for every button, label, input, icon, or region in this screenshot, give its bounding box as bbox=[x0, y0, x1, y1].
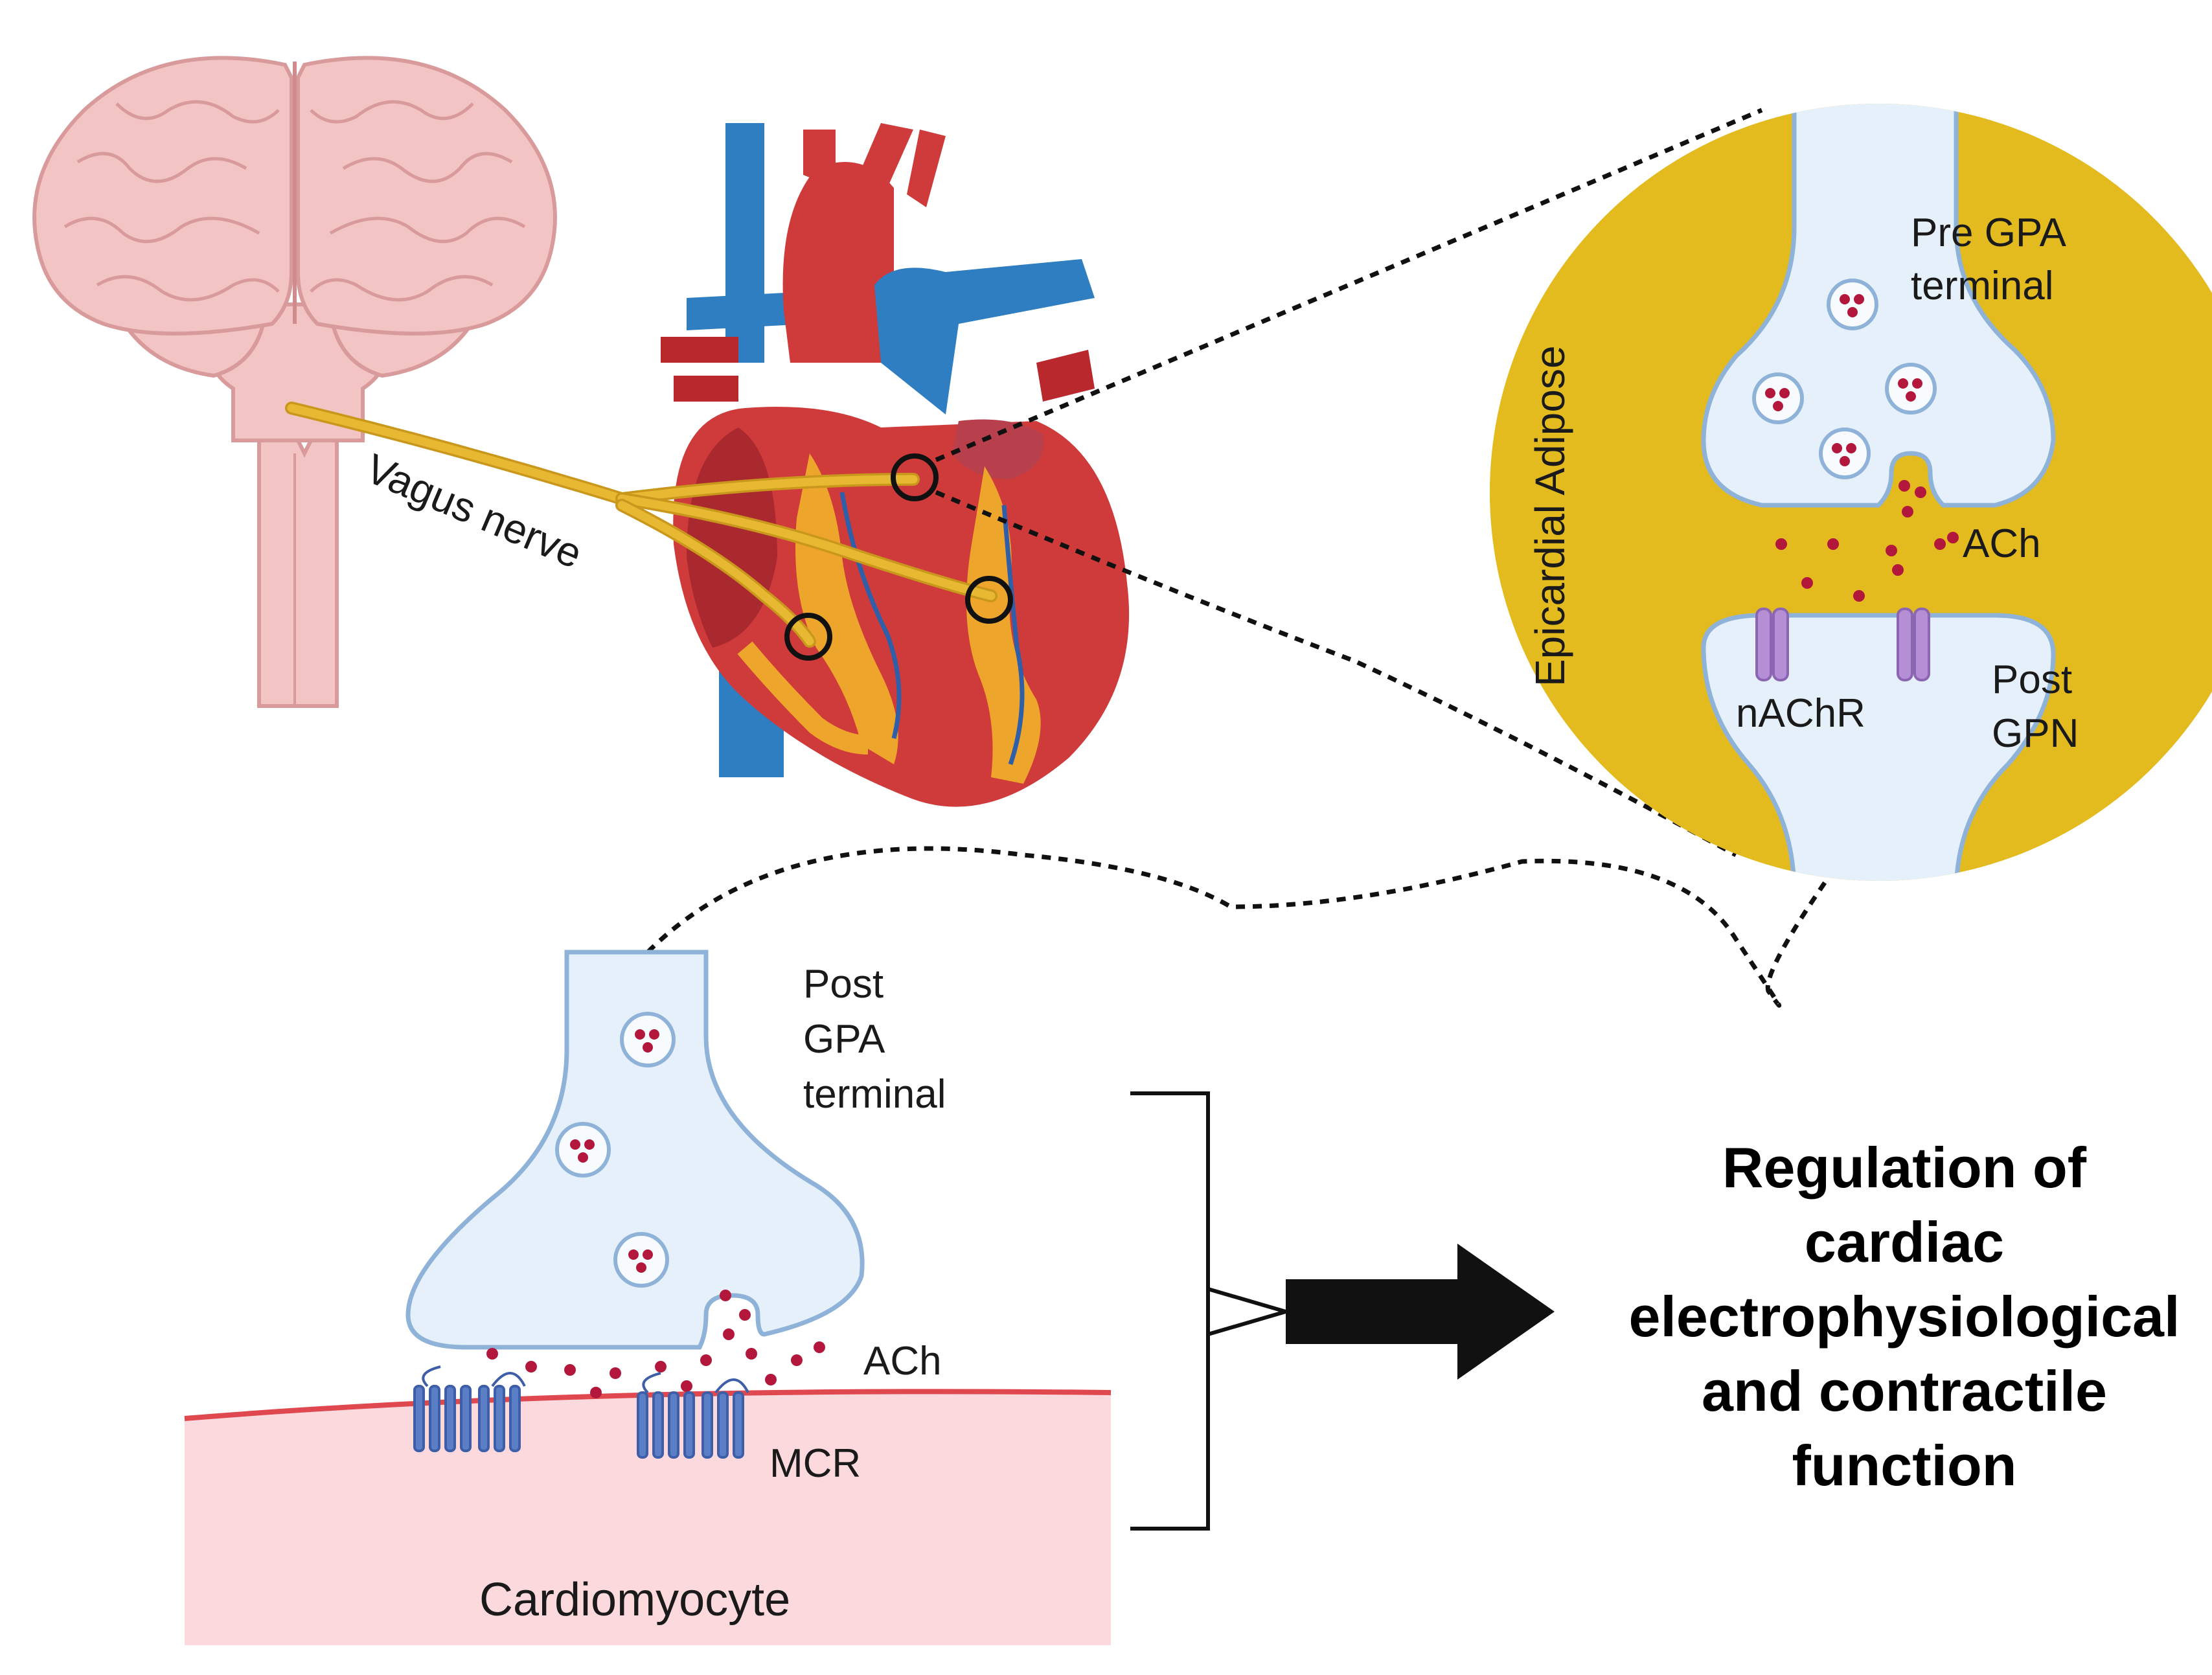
post-gpn-shape bbox=[1701, 613, 2056, 881]
heart-illustration bbox=[661, 123, 1130, 807]
post-gpa-label-line3: terminal bbox=[803, 1072, 946, 1117]
mcr-label: MCR bbox=[770, 1441, 861, 1486]
post-gpa-label-line1: Post bbox=[803, 962, 884, 1007]
epicardial-adipose-label: Epicardial Adipose bbox=[1527, 345, 1573, 687]
mcr-receptors bbox=[413, 1385, 744, 1459]
outcome-line-1: Regulation of bbox=[1722, 1135, 2087, 1200]
vagus-nerve-label: Vagus nerve bbox=[359, 445, 589, 578]
outcome-line-3: electrophysiological bbox=[1629, 1284, 2180, 1349]
outcome-line-2: cardiac bbox=[1805, 1210, 2004, 1274]
outcome-text: Regulation of cardiac electrophysiologic… bbox=[1629, 1135, 2180, 1498]
bracket bbox=[1130, 1091, 1293, 1531]
bottom-vesicles bbox=[555, 1012, 676, 1288]
outcome-line-5: function bbox=[1792, 1433, 2016, 1498]
ach-molecules-bottom bbox=[486, 1290, 825, 1398]
nachr-label: nAChR bbox=[1736, 691, 1865, 736]
cardiomyocyte-cell bbox=[185, 1391, 1111, 1645]
ach-molecules-top bbox=[1775, 480, 1959, 602]
mcr-loops bbox=[422, 1365, 749, 1394]
cardiomyocyte-label: Cardiomyocyte bbox=[479, 1574, 790, 1626]
ach-label-bottom: ACh bbox=[863, 1339, 942, 1384]
cell-membrane bbox=[184, 1389, 1112, 1421]
zoom-connector-lines bbox=[646, 108, 1841, 1008]
vagus-nerve bbox=[285, 402, 998, 648]
post-gpa-label-line2: GPA bbox=[803, 1017, 885, 1062]
ganglion-markers bbox=[784, 453, 1013, 661]
pre-gpa-label-line2: terminal bbox=[1911, 264, 2054, 308]
ach-label-top: ACh bbox=[1963, 521, 2041, 566]
nachr-receptors bbox=[1755, 608, 1930, 681]
post-gpa-terminal-shape bbox=[405, 950, 865, 1350]
outcome-arrow bbox=[1286, 1244, 1555, 1380]
brain-illustration bbox=[32, 56, 557, 708]
top-vesicles bbox=[1752, 279, 1937, 479]
outcome-line-4: and contractile bbox=[1702, 1359, 2107, 1423]
post-gpn-label-line2: GPN bbox=[1992, 711, 2079, 756]
epicardial-adipose-zoom: Epicardial Adipose Pre GPA terminal ACh … bbox=[1490, 104, 2212, 881]
cardiomyocyte-synapse: Post GPA terminal ACh MCR Cardiomyocyte bbox=[184, 950, 1112, 1645]
post-gpn-label-line1: Post bbox=[1992, 657, 2072, 702]
pre-gpa-label-line1: Pre GPA bbox=[1911, 211, 2067, 255]
